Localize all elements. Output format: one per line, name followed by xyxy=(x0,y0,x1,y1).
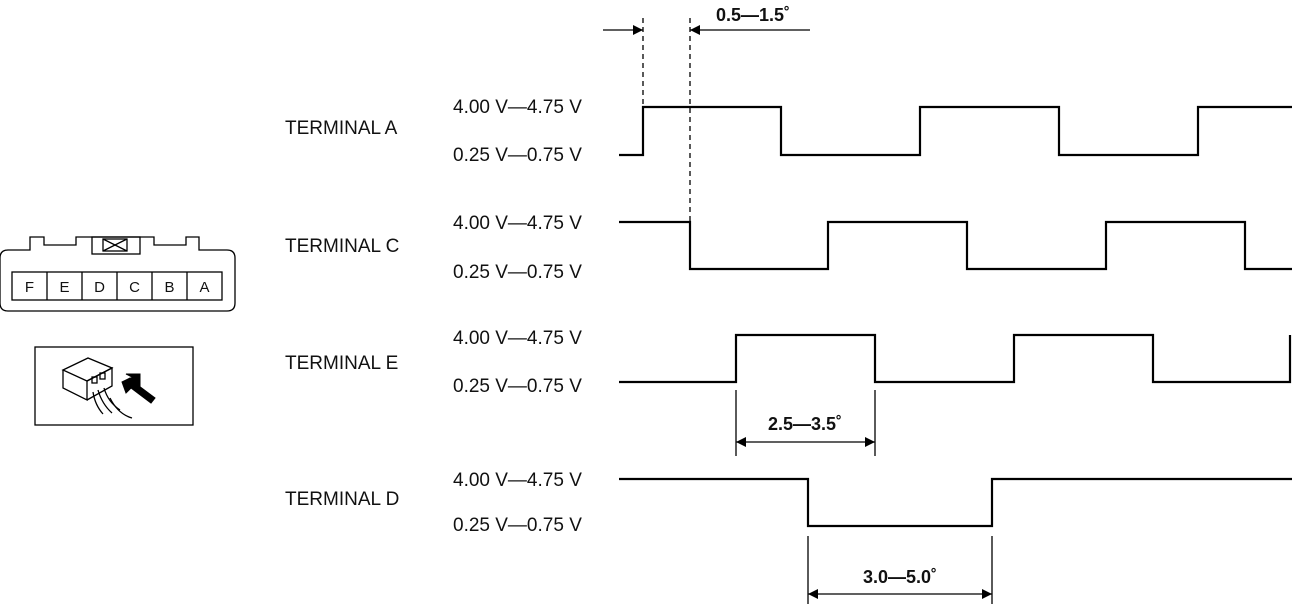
connector-outline xyxy=(0,236,236,312)
terminal-d-label: TERMINAL D xyxy=(285,489,399,510)
terminal-c-low-level: 0.25 V—0.75 V xyxy=(453,262,582,283)
terminal-d-high-level: 4.00 V—4.75 V xyxy=(453,470,582,491)
pin-label-e: E xyxy=(59,279,69,296)
phase-offset-dimension: 0.5—1.5˚ xyxy=(603,5,810,222)
e-pulse-dimension: 2.5—3.5˚ xyxy=(735,390,876,456)
terminal-a-label: TERMINAL A xyxy=(285,118,398,139)
view-direction-arrow-icon xyxy=(121,373,156,404)
pin-label-c: C xyxy=(129,279,140,296)
terminal-d-low-level: 0.25 V—0.75 V xyxy=(453,515,582,536)
terminal-a-waveform xyxy=(619,105,1292,157)
terminal-c-label: TERMINAL C xyxy=(285,236,399,257)
pin-label-d: D xyxy=(94,279,105,296)
pin-label-a: A xyxy=(199,279,209,296)
d-pulse-dimension: 3.0—5.0˚ xyxy=(807,536,993,604)
terminal-c-waveform xyxy=(619,220,1292,271)
connector-latch xyxy=(91,236,141,255)
terminal-d-waveform xyxy=(619,477,1292,528)
connector-diagram: F E D C B A xyxy=(0,236,236,312)
terminal-e-waveform xyxy=(619,333,1292,384)
terminal-a-high-level: 4.00 V—4.75 V xyxy=(453,97,582,118)
pin-label-b: B xyxy=(164,279,174,296)
d-pulse-value: 3.0—5.0˚ xyxy=(863,567,937,587)
phase-offset-value: 0.5—1.5˚ xyxy=(716,5,790,25)
harness-side-view-icon xyxy=(34,346,194,426)
e-pulse-value: 2.5—3.5˚ xyxy=(768,414,842,434)
terminal-c-high-level: 4.00 V—4.75 V xyxy=(453,213,582,234)
terminal-e-low-level: 0.25 V—0.75 V xyxy=(453,376,582,397)
pin-label-f: F xyxy=(25,279,34,296)
terminal-e-high-level: 4.00 V—4.75 V xyxy=(453,328,582,349)
latch-cross-icon xyxy=(102,238,128,252)
terminal-e-label: TERMINAL E xyxy=(285,353,398,374)
terminal-a-low-level: 0.25 V—0.75 V xyxy=(453,145,582,166)
